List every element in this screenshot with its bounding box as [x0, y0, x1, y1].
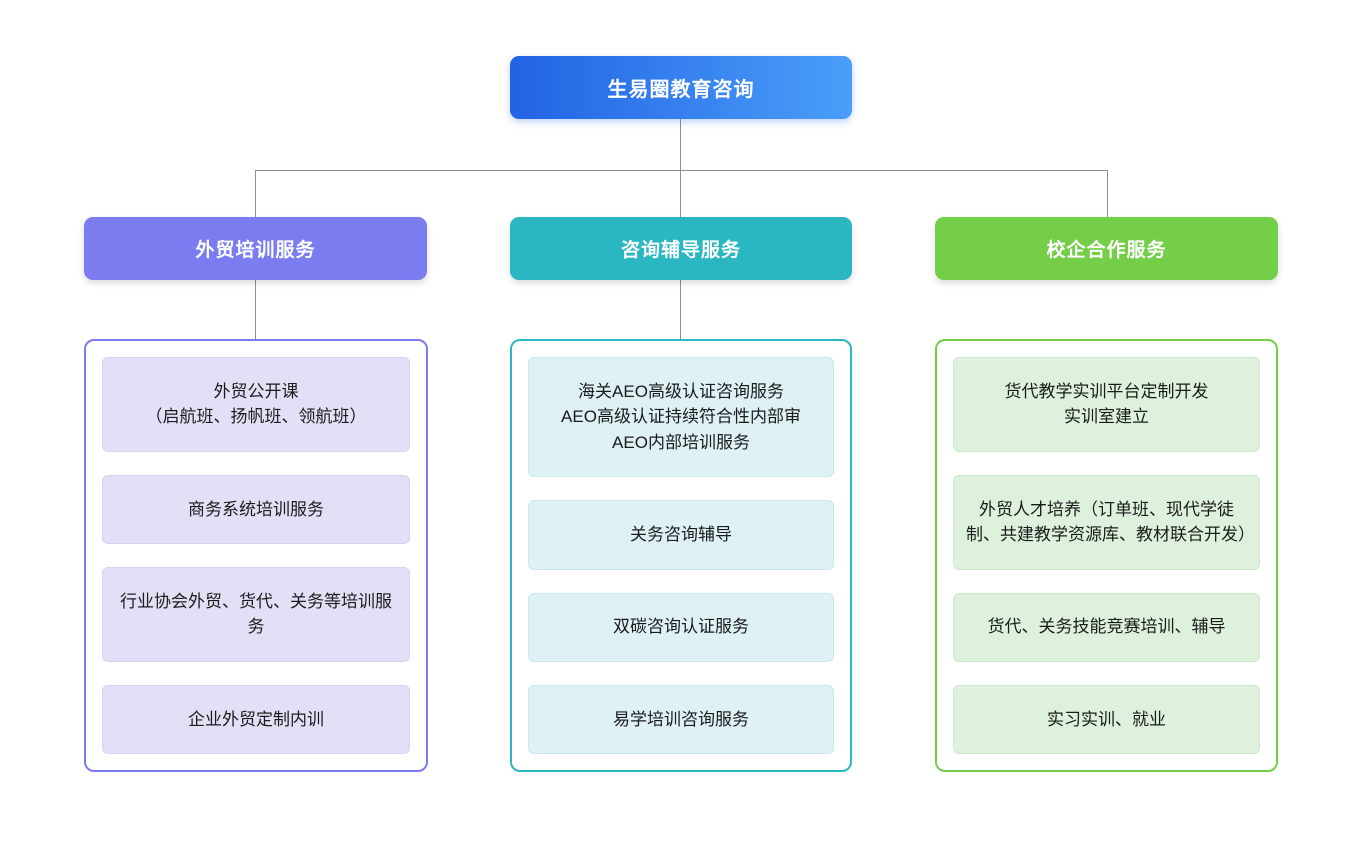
leaf-item: 外贸公开课 （启航班、扬帆班、领航班）: [102, 357, 410, 452]
branch-container-school-enterprise-cooperation: 货代教学实训平台定制开发 实训室建立 外贸人才培养（订单班、现代学徒制、共建教学…: [935, 339, 1278, 772]
connector-drop-branch-2: [1107, 170, 1108, 217]
leaf-item: 企业外贸定制内训: [102, 684, 410, 754]
root-node: 生易圈教育咨询: [510, 56, 852, 119]
connector-stem-branch-1: [680, 280, 681, 339]
connector-drop-branch-1: [680, 170, 681, 217]
leaf-item: 商务系统培训服务: [102, 474, 410, 544]
leaf-item: 海关AEO高级认证咨询服务 AEO高级认证持续符合性内部审 AEO内部培训服务: [528, 357, 834, 478]
leaf-item: 关务咨询辅导: [528, 500, 834, 570]
branch-header-consulting-coaching: 咨询辅导服务: [510, 217, 852, 280]
branch-container-consulting-coaching: 海关AEO高级认证咨询服务 AEO高级认证持续符合性内部审 AEO内部培训服务 …: [510, 339, 852, 772]
connector-stem-branch-0: [255, 280, 256, 339]
leaf-item: 货代、关务技能竞赛培训、辅导: [953, 592, 1260, 662]
connector-drop-branch-0: [255, 170, 256, 217]
leaf-item: 双碳咨询认证服务: [528, 592, 834, 662]
connector-root-stem: [680, 119, 681, 170]
leaf-item: 外贸人才培养（订单班、现代学徒制、共建教学资源库、教材联合开发）: [953, 474, 1260, 570]
branch-header-foreign-trade-training: 外贸培训服务: [84, 217, 427, 280]
leaf-item: 货代教学实训平台定制开发 实训室建立: [953, 357, 1260, 452]
branch-container-foreign-trade-training: 外贸公开课 （启航班、扬帆班、领航班） 商务系统培训服务 行业协会外贸、货代、关…: [84, 339, 428, 772]
leaf-item: 易学培训咨询服务: [528, 684, 834, 754]
connector-horizontal: [255, 170, 1108, 171]
leaf-item: 行业协会外贸、货代、关务等培训服务: [102, 567, 410, 662]
branch-header-school-enterprise-cooperation: 校企合作服务: [935, 217, 1278, 280]
leaf-item: 实习实训、就业: [953, 684, 1260, 754]
